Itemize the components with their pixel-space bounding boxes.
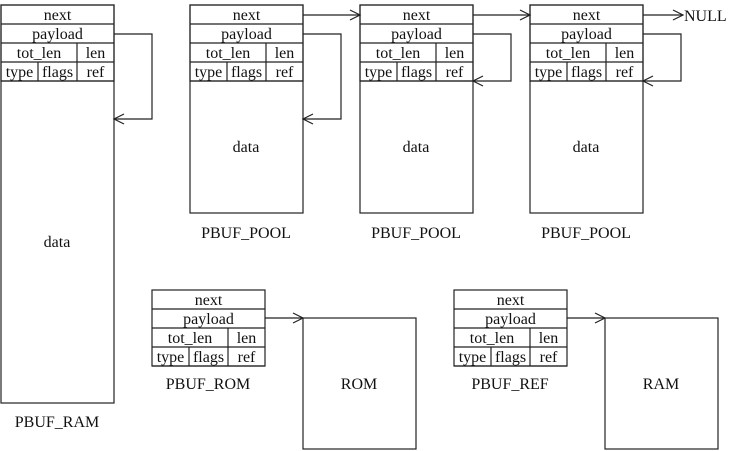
pbuf-pool-2-field-len: len: [445, 45, 465, 62]
rom-memory-label: ROM: [341, 376, 377, 393]
pbuf-pool-1-box: [189, 4, 304, 214]
pbuf-ref-field-ref: ref: [540, 349, 558, 366]
pbuf-ram-caption: PBUF_RAM: [15, 414, 99, 431]
pbuf-pool-1-payload-arrow-head: [301, 113, 314, 125]
pbuf-ram-arrow-head: [112, 113, 125, 125]
pbuf-ref-field-payload: payload: [485, 311, 536, 328]
null-label: NULL: [684, 8, 727, 25]
ram-memory-box: [604, 317, 719, 450]
pbuf-pool-1-field-ref: ref: [276, 64, 294, 81]
pbuf-rom-caption: PBUF_ROM: [166, 376, 250, 393]
pbuf-pool-1-field-type: type: [195, 64, 223, 81]
pbuf-rom-field-payload: payload: [183, 311, 234, 328]
pbuf-pool-3-field-tot-len: tot_len: [546, 45, 590, 62]
pbuf-pool-3-field-type: type: [535, 64, 563, 81]
pbuf-pool-2-field-type: type: [365, 64, 393, 81]
pbuf-pool-1-field-len: len: [275, 45, 295, 62]
pbuf-rom-field-tot-len: tot_len: [168, 330, 212, 347]
pbuf-pool-3-field-next: next: [573, 7, 601, 24]
pbuf-ram-field-payload: payload: [32, 26, 83, 43]
pbuf-pool-2-caption: PBUF_POOL: [371, 225, 461, 242]
pbuf-rom-field-ref: ref: [238, 349, 256, 366]
pbuf-ram-data-label: data: [44, 234, 71, 251]
pbuf-pool-3-field-len: len: [615, 45, 635, 62]
pbuf-ram-field-ref: ref: [87, 64, 105, 81]
pbuf-pool-3-box: [529, 4, 644, 214]
pbuf-pool-2-payload-arrow: [473, 33, 512, 82]
pbuf-pool-2-payload-arrow-head: [471, 75, 484, 87]
pbuf-pool-3-data-label: data: [573, 139, 600, 156]
pbuf-pool-2-field-ref: ref: [446, 64, 464, 81]
pbuf-ref-field-tot-len: tot_len: [470, 330, 514, 347]
pbuf-pool-1-data-label: data: [233, 139, 260, 156]
rom-memory-box: [302, 317, 417, 450]
pbuf-pool-1-field-flags: flags: [231, 64, 262, 81]
pbuf-ram-field-len: len: [86, 45, 106, 62]
pbuf-ref-field-next: next: [497, 292, 525, 309]
pbuf-ram-field-tot-len: tot_len: [17, 45, 61, 62]
pbuf-ref-caption: PBUF_REF: [471, 376, 548, 393]
pool3-next-arrow-head: [672, 9, 685, 21]
pbuf-pool-2-field-tot-len: tot_len: [376, 45, 420, 62]
pbuf-ref-field-len: len: [539, 330, 559, 347]
pbuf-pool-2-box: [359, 4, 474, 214]
pool1-next-arrow-head: [349, 9, 362, 21]
pbuf-pool-1-field-tot-len: tot_len: [206, 45, 250, 62]
pbuf-pool-3-field-flags: flags: [571, 64, 602, 81]
pbuf-pool-1-field-next: next: [233, 7, 261, 24]
pbuf-ram-field-next: next: [44, 7, 72, 24]
pbuf-pool-1-caption: PBUF_POOL: [201, 225, 291, 242]
pbuf-rom-field-len: len: [237, 330, 257, 347]
pbuf-pool-2-field-next: next: [403, 7, 431, 24]
pbuf-rom-field-flags: flags: [193, 349, 224, 366]
pbuf-ref-field-type: type: [459, 349, 487, 366]
pbuf-ram-payload-arrow: [114, 33, 153, 120]
pbuf-pool-3-payload-arrow: [643, 33, 682, 82]
pbuf-pool-3-caption: PBUF_POOL: [541, 225, 631, 242]
pbuf-pool-1-field-payload: payload: [221, 26, 272, 43]
pbuf-pool-2-data-label: data: [403, 139, 430, 156]
pbuf-ram-field-flags: flags: [42, 64, 73, 81]
pbuf-pool-3-payload-arrow-head: [641, 75, 654, 87]
pbuf-ram-box: [0, 4, 115, 404]
pbuf-rom-field-type: type: [157, 349, 185, 366]
pbuf-pool-2-field-payload: payload: [391, 26, 442, 43]
ram-memory-label: RAM: [643, 376, 679, 393]
pbuf-pool-1-payload-arrow: [303, 33, 342, 120]
pbuf-pool-3-field-payload: payload: [561, 26, 612, 43]
pbuf-ref-field-flags: flags: [495, 349, 526, 366]
pbuf-rom-field-next: next: [195, 292, 223, 309]
pbuf-pool-3-field-ref: ref: [616, 64, 634, 81]
pool2-next-arrow-head: [519, 9, 532, 21]
pbuf-ram-field-type: type: [6, 64, 34, 81]
pbuf-pool-2-field-flags: flags: [401, 64, 432, 81]
